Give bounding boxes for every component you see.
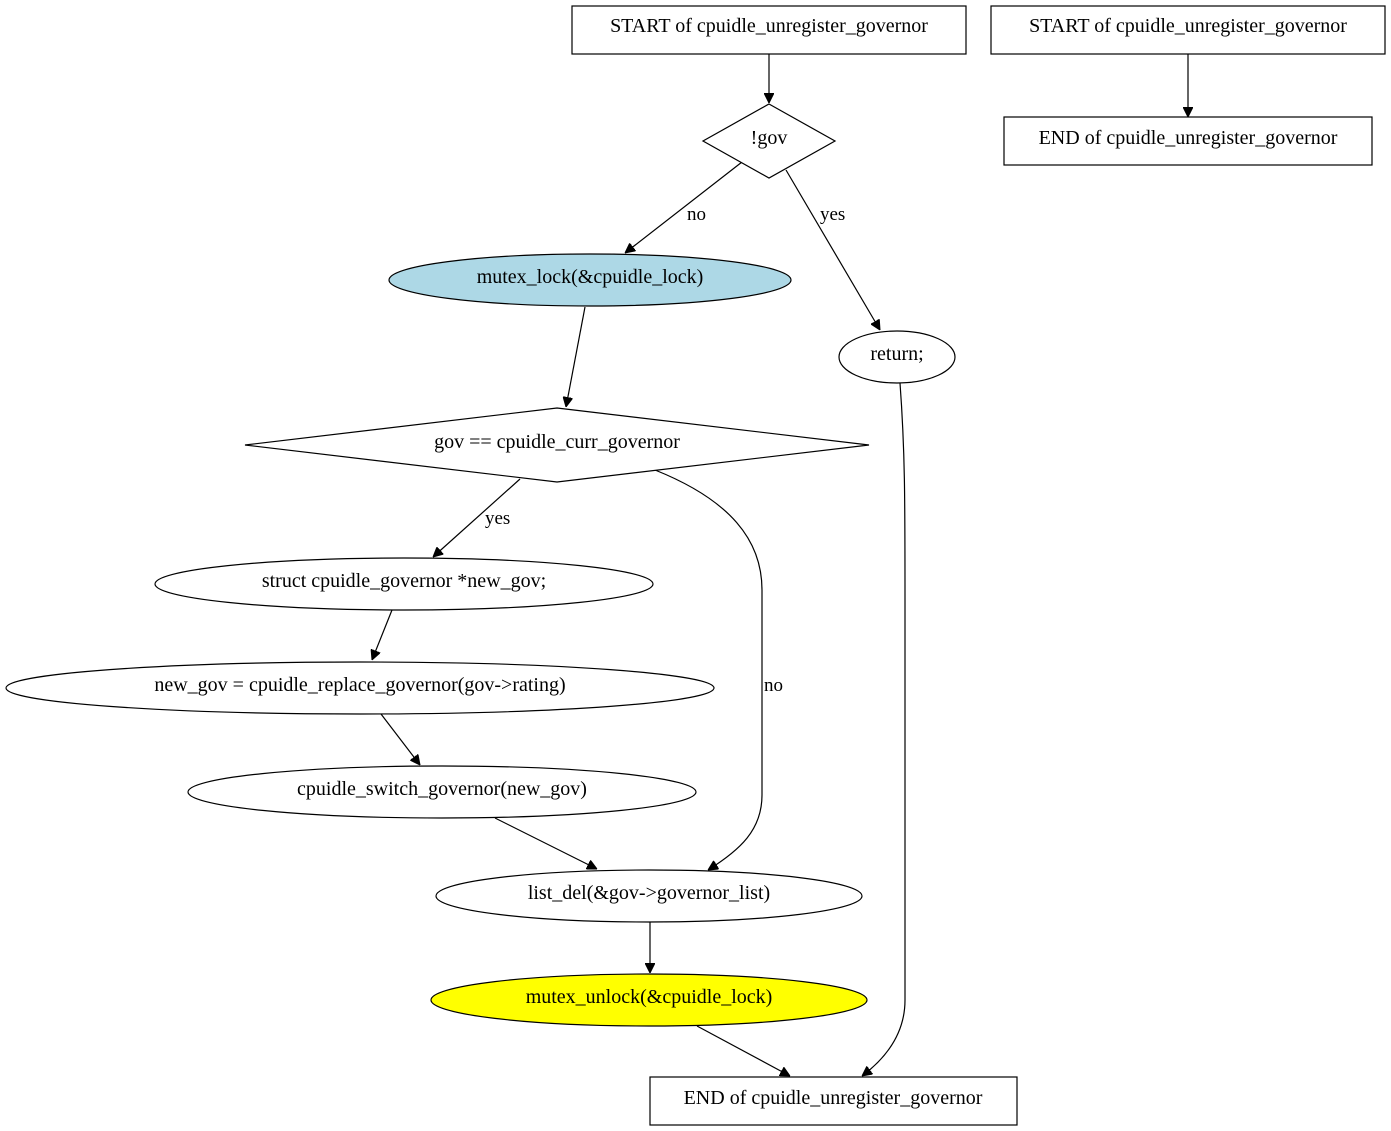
edge-label-gov-yes: yes [820,204,845,225]
edge-curr-no [654,469,763,870]
node-mutex-unlock[interactable]: mutex_unlock(&cpuidle_lock) [430,973,868,1027]
node-start-main-label: START of cpuidle_unregister_governor [610,15,928,37]
node-end-main[interactable]: END of cpuidle_unregister_governor [649,1076,1018,1126]
node-end-main-label: END of cpuidle_unregister_governor [684,1087,983,1109]
node-mutex-lock-label: mutex_lock(&cpuidle_lock) [477,266,704,288]
node-end-side[interactable]: END of cpuidle_unregister_governor [1003,116,1373,166]
edge-labels: no yes yes no [485,204,845,696]
edge-curr-yes [433,478,521,557]
node-cond-curr-label: gov == cpuidle_curr_governor [434,431,680,453]
node-list-del-label: list_del(&gov->governor_list) [528,882,770,904]
edge-return-to-end [862,382,906,1076]
node-cond-gov-label: !gov [751,127,788,149]
node-end-side-label: END of cpuidle_unregister_governor [1039,127,1338,149]
edge-gov-no [625,161,743,253]
node-return[interactable]: return; [838,330,956,384]
edge-gov-yes [785,169,880,330]
node-mutex-lock[interactable]: mutex_lock(&cpuidle_lock) [388,253,792,307]
edge-unlock-to-end [696,1025,790,1076]
node-mutex-unlock-label: mutex_unlock(&cpuidle_lock) [526,986,773,1008]
node-struct-decl[interactable]: struct cpuidle_governor *new_gov; [154,557,654,611]
edge-label-gov-no: no [687,204,706,225]
edge-assign-to-switch [380,713,420,765]
node-cond-gov[interactable]: !gov [701,103,837,179]
node-start-side-label: START of cpuidle_unregister_governor [1029,15,1347,37]
node-return-label: return; [870,343,923,365]
edge-lock-to-curr [566,306,586,407]
node-new-gov-assign[interactable]: new_gov = cpuidle_replace_governor(gov->… [5,661,715,715]
node-cond-curr[interactable]: gov == cpuidle_curr_governor [244,407,870,483]
node-struct-decl-label: struct cpuidle_governor *new_gov; [262,570,546,592]
node-new-gov-assign-label: new_gov = cpuidle_replace_governor(gov->… [154,674,565,696]
node-start-main[interactable]: START of cpuidle_unregister_governor [571,5,967,55]
node-list-del[interactable]: list_del(&gov->governor_list) [435,869,863,923]
edge-switch-to-listdel [494,817,597,870]
edge-label-curr-yes: yes [485,508,510,529]
node-switch-gov-label: cpuidle_switch_governor(new_gov) [297,778,587,800]
edges [372,54,1188,1076]
node-start-side[interactable]: START of cpuidle_unregister_governor [990,5,1386,55]
nodes: START of cpuidle_unregister_governor STA… [5,5,1386,1126]
edge-struct-to-assign [372,609,393,660]
node-switch-gov[interactable]: cpuidle_switch_governor(new_gov) [187,765,697,819]
edge-label-curr-no: no [764,675,783,696]
